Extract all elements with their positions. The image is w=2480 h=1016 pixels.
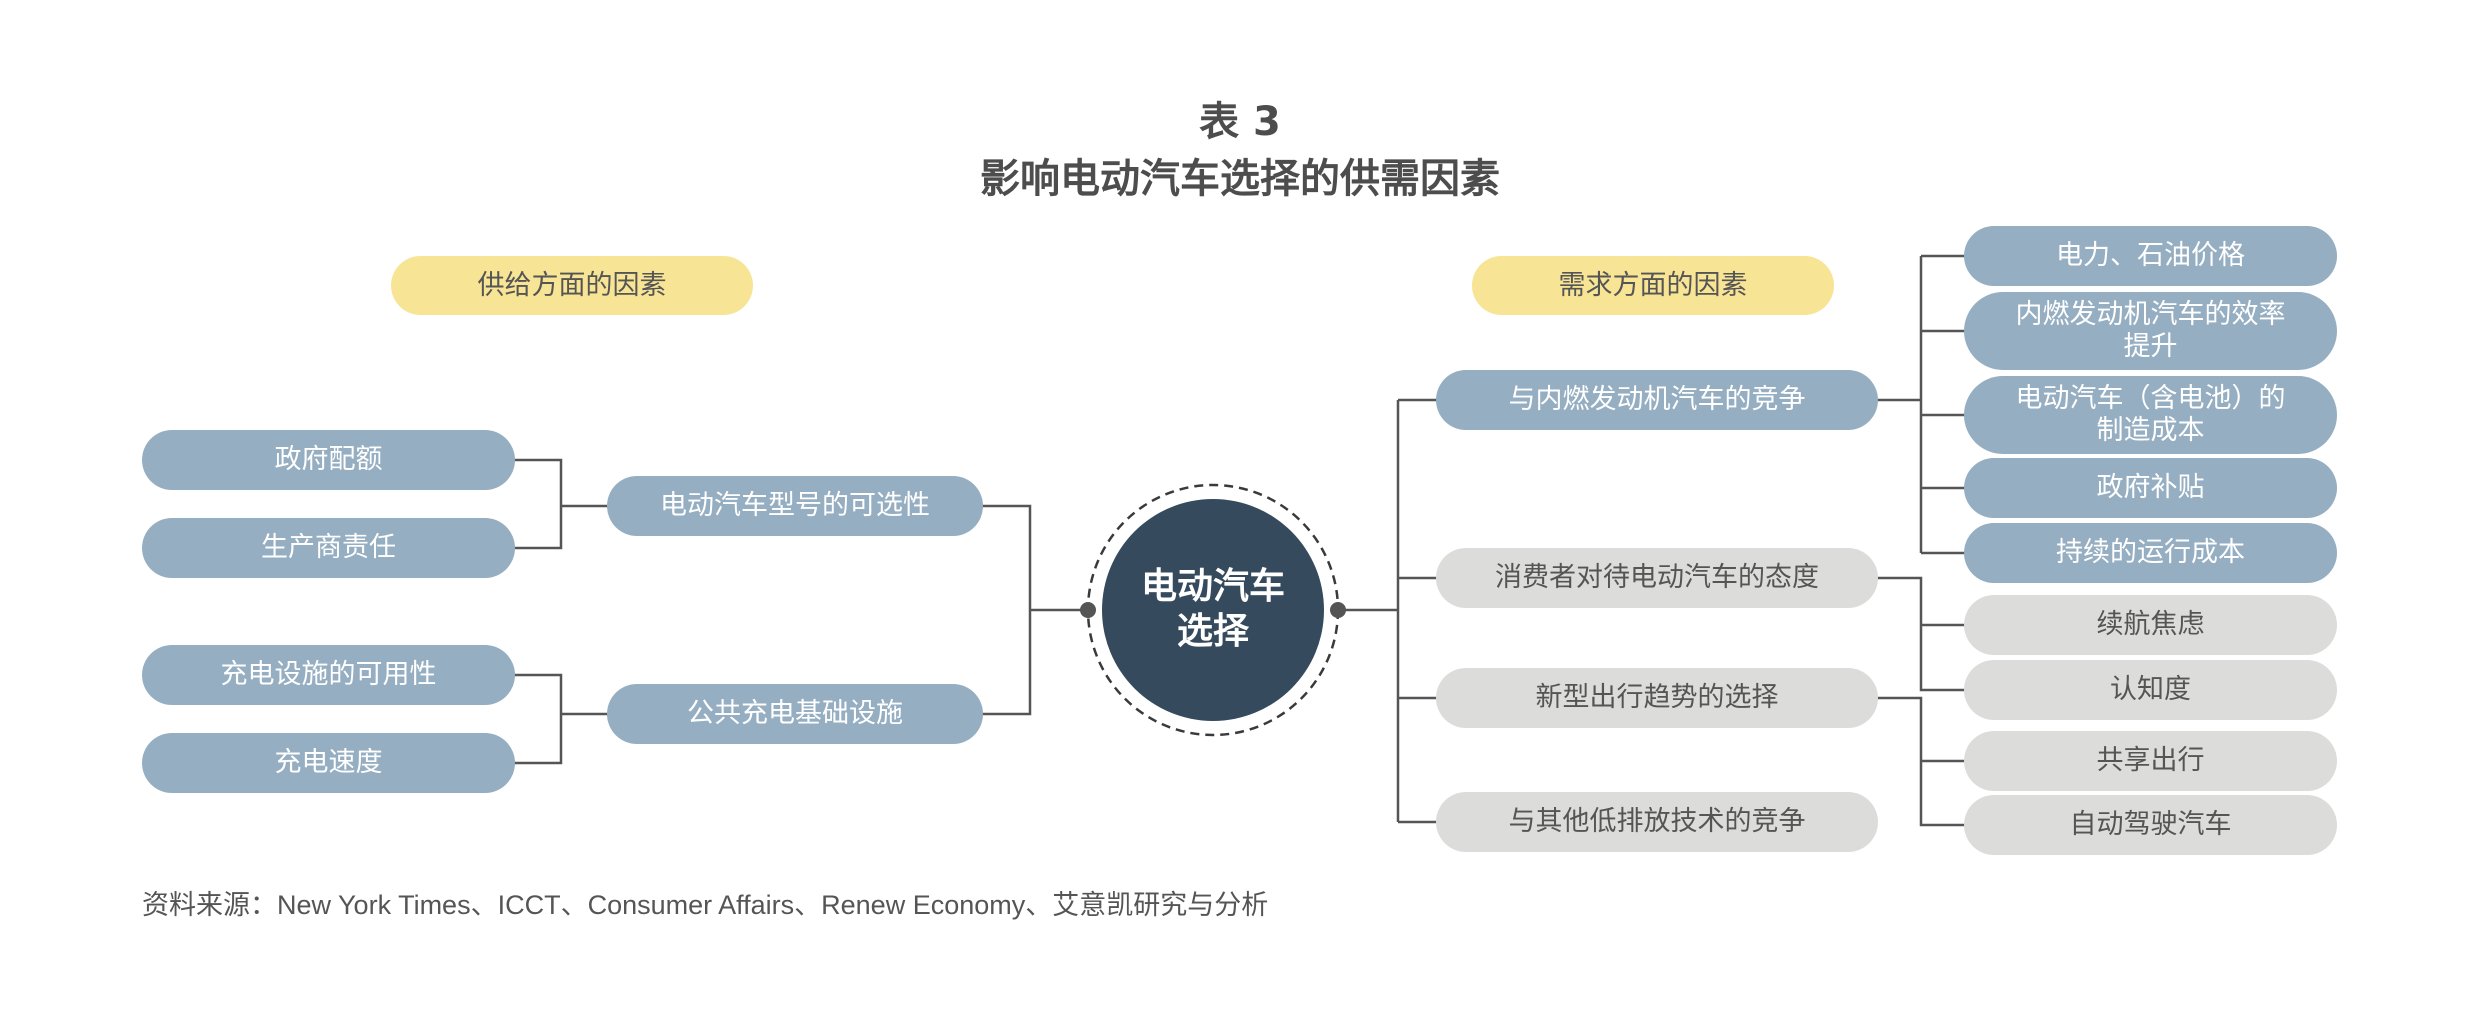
demand-group-node: 与内燃发动机汽车的竞争: [1436, 370, 1878, 430]
demand-item: 持续的运行成本: [1964, 523, 2337, 583]
supply-group-1-bracket: [505, 673, 617, 765]
demand-item: 认知度: [1964, 660, 2337, 720]
center-node-label: 电动汽车 选择: [1140, 566, 1285, 652]
supply-group-node: 公共充电基础设施: [607, 684, 983, 744]
supply-item: 充电设施的可用性: [142, 645, 515, 705]
supply-group-0-bracket: [505, 458, 617, 550]
supply-item: 政府配额: [142, 430, 515, 490]
supply-item: 生产商责任: [142, 518, 515, 578]
demand-item: 电动汽车（含电池）的 制造成本: [1964, 376, 2337, 454]
supply-item: 充电速度: [142, 733, 515, 793]
demand-group-node: 消费者对待电动汽车的态度: [1436, 548, 1878, 608]
diagram-title: 影响电动汽车选择的供需因素: [980, 156, 1500, 202]
supply-to-center-connector: [973, 504, 1088, 716]
demand-header: 需求方面的因素: [1472, 256, 1834, 315]
source-note: 资料来源：New York Times、ICCT、Consumer Affair…: [142, 890, 1269, 920]
demand-item: 共享出行: [1964, 731, 2337, 791]
demand-group-node: 与其他低排放技术的竞争: [1436, 792, 1878, 852]
supply-group-node: 电动汽车型号的可选性: [607, 476, 983, 536]
table-number: 表 3: [1199, 99, 1281, 145]
demand-item: 内燃发动机汽车的效率 提升: [1964, 292, 2337, 370]
demand-group-1-bracket: [1868, 576, 1974, 692]
demand-item: 政府补贴: [1964, 458, 2337, 518]
demand-item: 电力、石油价格: [1964, 226, 2337, 286]
demand-item: 续航焦虑: [1964, 595, 2337, 655]
demand-group-node: 新型出行趋势的选择: [1436, 668, 1878, 728]
supply-header: 供给方面的因素: [391, 256, 753, 315]
demand-item: 自动驾驶汽车: [1964, 795, 2337, 855]
center-to-demand-connector: [1338, 398, 1446, 824]
connector-dot-left: [1080, 602, 1096, 618]
demand-group-2-bracket: [1868, 696, 1974, 827]
connector-dot-right: [1330, 602, 1346, 618]
center-fill-circle: [1102, 499, 1324, 721]
demand-group-0-bracket: [1868, 254, 1974, 555]
title-block: 表 3 影响电动汽车选择的供需因素: [0, 94, 2480, 208]
